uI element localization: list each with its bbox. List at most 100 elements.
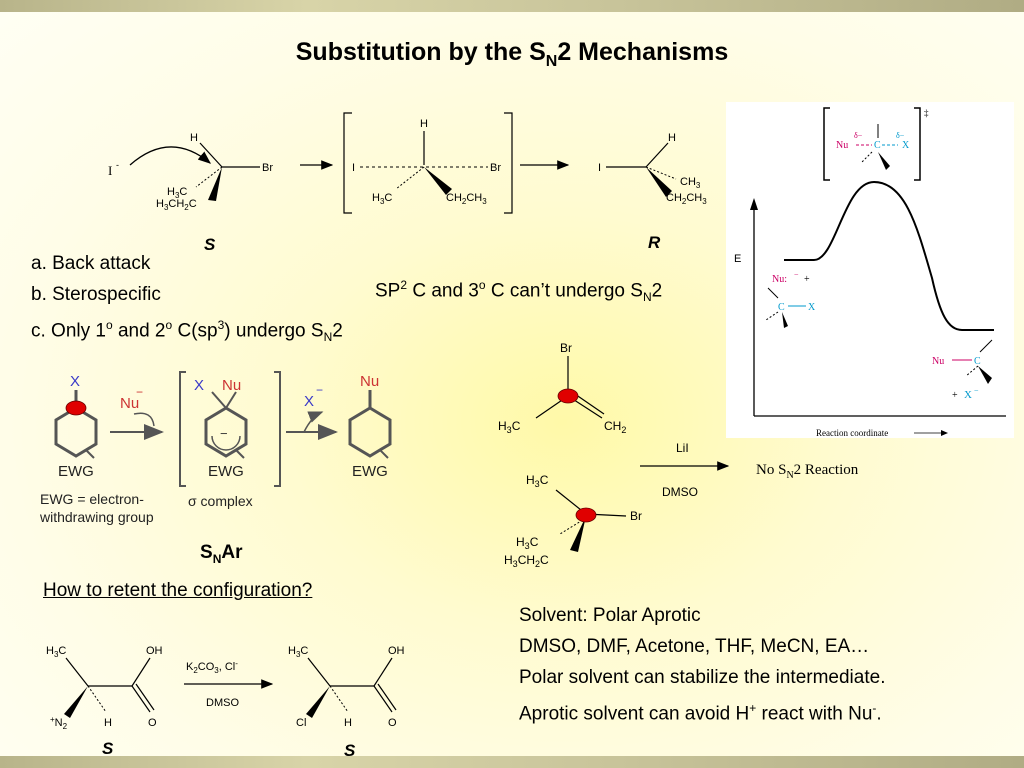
svg-text:σ complex: σ complex [188,493,253,509]
svg-text:X: X [902,140,910,151]
svg-text:CH2: CH2 [604,419,626,435]
solvent-line-4: Aprotic solvent can avoid H+ react with … [519,701,882,725]
energy-diagram: ‡ Nu δ− C δ− X E Nu: − + C X Nu C + [726,102,1014,438]
svg-text:Br: Br [490,162,501,174]
note-stereospecific: b. Sterospecific [31,284,161,305]
svg-text:Br: Br [630,509,642,523]
retention-scheme: H3C OH O H +N2 S K2CO3, Cl- DMSO H3C OH … [46,645,405,760]
aryl-substrate: X EWG [54,373,98,480]
reactant-molecule: H Br H3C H3CH2C S [156,132,273,254]
svg-text:H3C: H3C [288,645,308,659]
svg-text:OH: OH [388,645,405,657]
solvent-line-1: Solvent: Polar Aprotic [519,605,701,626]
svg-text:H: H [668,132,676,144]
nucleophile-i: I [108,163,112,178]
no-sn2-result: No SN2 Reaction [756,462,859,481]
note-substrate: c. Only 1o and 2o C(sp3) undergo SN2 [31,318,343,345]
sn2-features: a. Back attack b. Sterospecific c. Only … [31,248,343,353]
note-sp2-limit: SP2 C and 3o C can’t undergo SN2 [375,278,663,305]
svg-text:-: - [116,160,119,170]
svg-text:H3C: H3C [372,192,392,206]
svg-text:Nu: Nu [360,373,379,390]
attack-arrow [129,146,212,166]
svg-text:δ−: δ− [896,131,905,140]
note-back-attack: a. Back attack [31,253,151,274]
config-r: R [648,233,661,252]
svg-text:−: − [974,386,979,395]
svg-text:C: C [874,140,881,151]
svg-text:X: X [808,302,816,313]
svg-text:Cl: Cl [296,717,306,729]
svg-text:−: − [316,383,323,397]
svg-text:I: I [352,162,355,174]
svg-text:Br: Br [262,162,273,174]
svg-text:+N2: +N2 [50,715,68,731]
svg-text:H: H [190,132,198,144]
top-border [0,0,1024,12]
chloride-product: H3C OH O H Cl S [288,645,405,760]
svg-text:H3C: H3C [46,645,66,659]
svg-text:CH2CH3: CH2CH3 [666,192,707,206]
diazonium-substrate: H3C OH O H +N2 S [46,645,163,758]
svg-text:H3C: H3C [516,535,539,551]
svg-text:LiI: LiI [676,441,689,455]
svg-text:‡: ‡ [924,108,929,118]
svg-text:OH: OH [146,645,163,657]
svg-text:DMSO: DMSO [662,485,698,499]
svg-text:EWG: EWG [58,463,94,480]
svg-text:K2CO3, Cl-: K2CO3, Cl- [186,659,238,675]
solvent-line-2: DMSO, DMF, Acetone, THF, MeCN, EA… [519,636,870,657]
svg-text:H: H [104,717,112,729]
svg-text:Reaction coordinate: Reaction coordinate [816,428,888,438]
svg-text:C: C [778,302,785,313]
svg-text:Nu: Nu [222,377,241,394]
svg-text:Nu:: Nu: [772,274,787,285]
svg-text:X: X [304,393,314,410]
svg-text:EWG = electron-: EWG = electron- [40,491,144,507]
svg-text:−: − [794,270,799,279]
sn2-top-scheme: I - H Br H3C H3CH2C S H I Br H3C CH2CH3 … [108,112,707,254]
tertiary-bromide: H3C Br H3C H3CH2C [504,473,642,569]
svg-text:H3CH2C: H3CH2C [504,553,549,569]
vinyl-bromide: Br H3C CH2 [498,341,626,435]
svg-text:+: + [952,390,958,401]
snar-scheme: X EWG Nu − X Nu − EWG X − Nu EWG EWG = e… [39,371,392,525]
svg-text:Br: Br [560,341,572,355]
svg-text:+: + [804,274,810,285]
svg-text:X: X [194,377,204,394]
svg-text:DMSO: DMSO [206,697,239,709]
aryl-product: Nu EWG [348,373,392,480]
svg-text:CH3: CH3 [680,176,701,190]
svg-text:H3C: H3C [526,473,549,489]
slide-title: Substitution by the SN2 Mechanisms [295,38,729,70]
svg-text:E: E [734,253,741,265]
svg-text:S: S [344,741,356,760]
svg-text:H3C: H3C [498,419,521,435]
svg-text:O: O [148,717,157,729]
sigma-complex: X Nu − EWG [194,377,248,480]
svg-text:H: H [344,717,352,729]
no-sn2-scheme: Br H3C CH2 H3C Br H3C H3CH2C LiI DMSO No… [498,341,859,569]
svg-text:δ−: δ− [854,131,863,140]
svg-text:Nu: Nu [932,356,944,367]
svg-text:CH2CH3: CH2CH3 [446,192,487,206]
config-s: S [204,235,216,254]
svg-text:Nu: Nu [120,395,139,412]
svg-text:H: H [420,118,428,130]
transition-state: H I Br H3C CH2CH3 [352,118,501,206]
solvent-notes: Solvent: Polar Aprotic DMSO, DMF, Aceton… [519,600,885,729]
svg-text:EWG: EWG [352,463,388,480]
svg-text:−: − [136,385,143,399]
snar-label: SNAr [200,542,243,566]
svg-text:X: X [964,389,972,401]
retention-question: How to retent the configuration? [43,580,313,601]
svg-text:S: S [102,739,114,758]
svg-text:Nu: Nu [836,140,848,151]
product-molecule: I H CH3 CH2CH3 R [598,132,707,252]
svg-text:X: X [70,373,80,390]
svg-text:C: C [974,356,981,367]
svg-text:H3C: H3C [167,186,187,200]
svg-text:I: I [598,162,601,174]
svg-text:EWG: EWG [208,463,244,480]
svg-text:withdrawing group: withdrawing group [39,509,154,525]
